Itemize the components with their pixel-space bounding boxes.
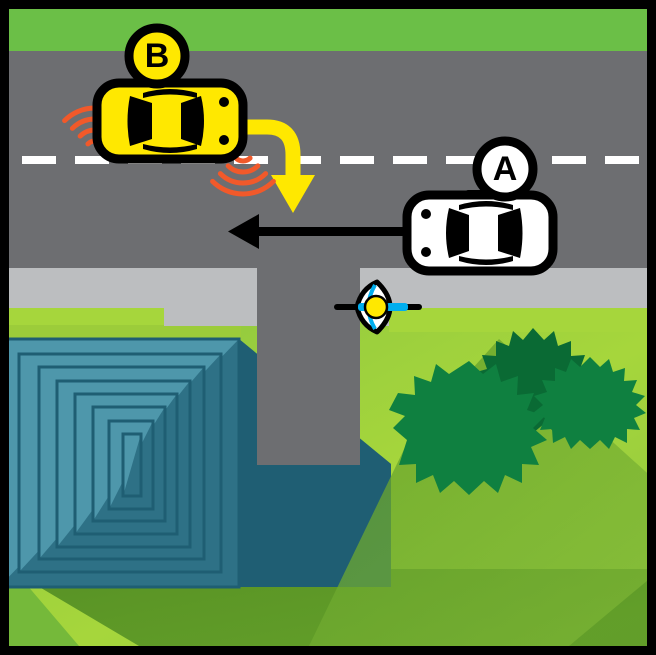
wave-arc (233, 155, 253, 164)
roof-edge-3 (37, 365, 206, 561)
marker-b-label: B (145, 37, 170, 75)
lane-dash (393, 156, 427, 164)
roof-edge-2 (17, 352, 223, 574)
signal-wave-rear-right (210, 155, 276, 197)
marker-b-circle (124, 23, 190, 89)
marker-vehicle-b[interactable]: B (124, 23, 190, 89)
lane-dash (552, 156, 586, 164)
car-b-rear-window (127, 96, 152, 146)
marker-vehicle-a[interactable]: A (472, 136, 538, 202)
marker-a-label: A (493, 150, 518, 188)
tree-cluster (309, 328, 647, 646)
car-a-top-accent (459, 201, 513, 210)
turn-arrow-shaft (231, 119, 301, 181)
travel-arrow-head (228, 214, 259, 249)
car-a-headlight-right (421, 247, 431, 257)
rider-helmet (363, 294, 389, 320)
car-b-bottom-accent (143, 144, 197, 153)
car-a-windshield (446, 208, 469, 258)
lane-dash (605, 156, 639, 164)
rider-rear-cyan (386, 303, 408, 311)
sidewalk-apron-left (164, 308, 265, 326)
diagram-canvas: B A (9, 9, 647, 646)
roof-edge-7 (107, 419, 155, 511)
wave-arc (217, 171, 269, 186)
grass-patch-right (389, 308, 647, 332)
car-a-bottom-accent (459, 256, 513, 265)
vehicle-b-turn-arrow (231, 119, 315, 213)
roof-edge-1 (9, 337, 241, 589)
lane-dash (446, 156, 480, 164)
car-a-headlight-left (421, 209, 431, 219)
vehicle-a-white-car[interactable] (402, 190, 558, 276)
turn-arrow-head (271, 175, 315, 213)
vehicle-a-travel-arrow (228, 214, 427, 249)
car-a-rear-window (498, 208, 523, 258)
travel-arrow-shaft (247, 227, 427, 236)
diagram-stage: B A (9, 9, 647, 646)
motorcycle-rider-top-view[interactable] (334, 279, 422, 335)
marker-a-circle (472, 136, 538, 202)
grass-patch-left (9, 308, 164, 330)
tree-canopy-large (389, 361, 547, 495)
wave-arc (210, 178, 276, 197)
car-b-headlight-right (219, 135, 229, 145)
vertical-side-road (257, 268, 360, 465)
car-b-top-accent (143, 89, 197, 98)
building-roof-rings (9, 337, 241, 589)
lane-dash (75, 156, 109, 164)
vehicle-b-yellow-car[interactable] (92, 78, 248, 164)
lane-dash (287, 156, 321, 164)
roof-shade-8 (123, 434, 141, 496)
roof-edge-4 (55, 379, 192, 549)
side-road-surface (257, 268, 360, 465)
car-b-headlight-left (219, 97, 229, 107)
roof-edge-6 (91, 405, 167, 523)
roof-edge-8 (121, 432, 143, 498)
lane-dash (340, 156, 374, 164)
lane-dash (22, 156, 56, 164)
tree-canopy-small (533, 357, 646, 449)
car-b-windshield (181, 96, 204, 146)
wave-arc (225, 163, 261, 175)
roof-edge-5 (73, 392, 179, 536)
